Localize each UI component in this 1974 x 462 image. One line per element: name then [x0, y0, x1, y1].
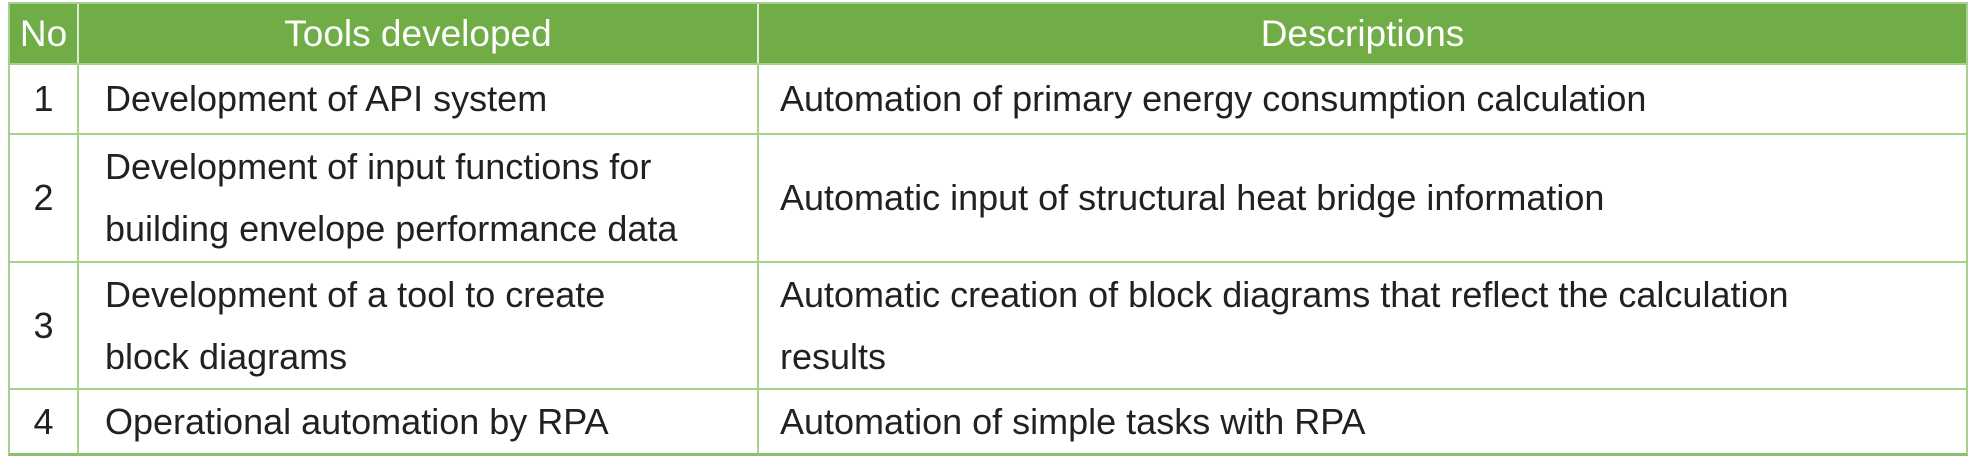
- cell-row-number: 1: [10, 63, 77, 133]
- cell-row-number: 2: [10, 133, 77, 261]
- tools-table-grid: No Tools developed Descriptions 1 Develo…: [10, 4, 1966, 453]
- cell-tool: Development of a tool to create block di…: [77, 261, 757, 388]
- cell-row-number: 4: [10, 388, 77, 453]
- cell-tool: Development of input functions for build…: [77, 133, 757, 261]
- tools-table: No Tools developed Descriptions 1 Develo…: [8, 2, 1968, 456]
- cell-description: Automatic creation of block diagrams tha…: [757, 261, 1966, 388]
- column-header-descriptions: Descriptions: [757, 4, 1966, 63]
- column-header-no: No: [10, 4, 77, 63]
- cell-tool: Operational automation by RPA: [77, 388, 757, 453]
- cell-row-number: 3: [10, 261, 77, 388]
- cell-description: Automation of primary energy consumption…: [757, 63, 1966, 133]
- cell-tool: Development of API system: [77, 63, 757, 133]
- cell-description: Automatic input of structural heat bridg…: [757, 133, 1966, 261]
- column-header-tools-developed: Tools developed: [77, 4, 757, 63]
- cell-description: Automation of simple tasks with RPA: [757, 388, 1966, 453]
